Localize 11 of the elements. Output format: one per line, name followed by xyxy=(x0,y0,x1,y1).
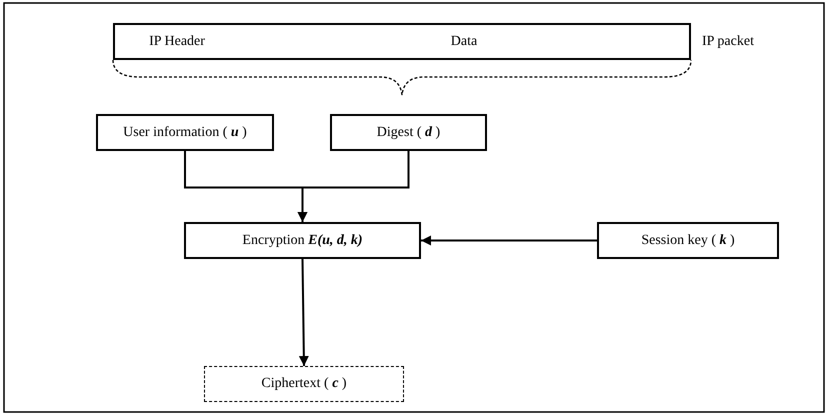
packet-label: IP packet xyxy=(702,34,754,50)
output-box: Ciphertext ( c ) xyxy=(204,366,404,402)
process-box: User information ( u ) xyxy=(96,114,274,151)
arrow xyxy=(298,151,410,222)
process-box: Session key ( k ) xyxy=(597,222,779,259)
process-box: Encryption E(u, d, k) xyxy=(184,222,421,259)
arrow xyxy=(298,258,309,366)
process-box: Digest ( d ) xyxy=(330,114,487,151)
arrow xyxy=(421,236,597,246)
data-field: Data xyxy=(239,23,691,60)
header-field: IP Header xyxy=(113,23,240,60)
